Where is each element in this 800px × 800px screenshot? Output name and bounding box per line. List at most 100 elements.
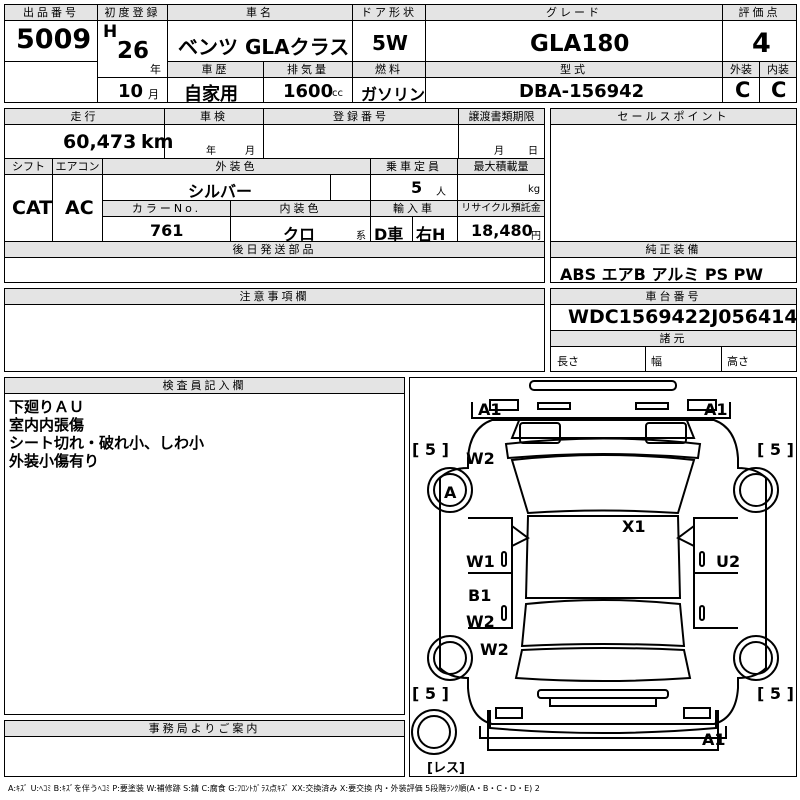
recycle-deposit-label: リサイクル預託金 [458, 201, 544, 217]
equipment: ABS エアB アルミ PS PW [560, 265, 764, 284]
car-outline-diagram [411, 380, 779, 755]
year-unit: 年 [150, 63, 161, 76]
model-code-label: 型式 [426, 62, 722, 78]
interior-color-label: 内装色 [231, 201, 370, 217]
inspection-month-unit: 月 [245, 146, 255, 157]
shift: CAT [12, 197, 53, 219]
mark-rear-bumper: A1 [702, 730, 726, 749]
first-registration-label: 初度登録 [98, 5, 167, 21]
capacity: 5 [411, 178, 423, 197]
mark-door-front-left: W1 [466, 552, 495, 571]
recycle-deposit: 18,480 [471, 221, 533, 240]
mark-fender-left: W2 [466, 449, 495, 468]
max-load-label: 最大積載量 [458, 159, 544, 175]
registration-month: 10 [118, 81, 144, 102]
lot-number: 5009 [16, 24, 92, 55]
grade: GLA180 [530, 31, 630, 57]
mark-door-front-right: U2 [716, 552, 741, 571]
lot-number-label: 出品番号 [5, 5, 97, 21]
transfer-month-unit: 月 [494, 146, 504, 157]
inspector-note-2: 室内内張傷 [9, 416, 85, 434]
import-type: D車 [374, 225, 404, 244]
detail-block [4, 108, 545, 283]
mark-door-rear-left-w: W2 [466, 612, 495, 631]
overall-score: 4 [752, 28, 771, 59]
interior-score: C [771, 78, 787, 102]
car-name: ベンツ GLAクラス [178, 35, 350, 59]
aircon-label: エアコン [53, 159, 102, 175]
interior-color-suffix: 系 [356, 231, 366, 242]
era-mark: H [103, 22, 118, 42]
grade-label: グレード [426, 5, 722, 21]
header-block [4, 4, 797, 103]
sales-point-label: セールスポイント [551, 109, 796, 125]
mark-tire-front-left: [ 5 ] [412, 440, 449, 459]
exterior-score-label: 外装 [723, 62, 759, 78]
max-load-unit: kg [528, 184, 541, 195]
registration-number-label: 登録番号 [264, 109, 458, 125]
length-label: 長さ [557, 355, 579, 368]
height-label: 高さ [727, 355, 749, 368]
registration-year: 26 [117, 38, 150, 64]
inspector-note-1: 下廻りＡＵ [9, 398, 85, 416]
steering-side: 右H [416, 225, 446, 244]
mark-tire-front-right: [ 5 ] [757, 440, 794, 459]
mark-tire-rear-left: [ 5 ] [412, 684, 449, 703]
capacity-label: 乗車定員 [371, 159, 457, 175]
inspector-box [4, 377, 405, 715]
capacity-unit: 人 [436, 187, 446, 198]
displacement-label: 排気量 [264, 62, 352, 78]
mark-spare-tire: [レス] [427, 761, 465, 776]
chassis-number: WDC1569422J056414 [568, 306, 798, 328]
shift-label: シフト [5, 159, 52, 175]
mark-tire-rear-right: [ 5 ] [757, 684, 794, 703]
transfer-deadline-label: 譲渡書類期限 [459, 109, 544, 125]
chassis-number-label: 車台番号 [551, 289, 796, 305]
mark-roof: X1 [622, 517, 646, 536]
sales-point-box [550, 108, 797, 283]
inspection-year-unit: 年 [206, 146, 216, 157]
fuel: ガソリン [361, 85, 426, 104]
fuel-label: 燃料 [353, 62, 425, 78]
color-number: 761 [150, 221, 184, 240]
equipment-label: 純正装備 [551, 242, 796, 258]
interior-score-label: 内装 [760, 62, 796, 78]
inspector-note-4: 外装小傷有り [9, 452, 100, 470]
inspector-note-3: シート切れ・破れ小、しわ小 [9, 434, 205, 452]
import-label: 輸入車 [371, 201, 457, 217]
mark-door-rear-left-b: B1 [468, 586, 492, 605]
damage-diagram-box [409, 377, 797, 777]
exterior-color-label: 外装色 [103, 159, 370, 175]
inspection-label: 車検 [165, 109, 263, 125]
month-unit: 月 [148, 88, 159, 101]
car-history: 自家用 [184, 84, 238, 105]
mileage-unit: km [141, 131, 174, 153]
color-number-label: カラーNo. [103, 201, 230, 217]
caution-box [4, 288, 545, 372]
office-box [4, 720, 405, 777]
mileage-label: 走行 [5, 109, 164, 125]
specs-label: 諸元 [551, 331, 796, 347]
mark-wheel-front-left: A [444, 483, 457, 502]
width-label: 幅 [651, 355, 662, 368]
transfer-day-unit: 日 [528, 146, 538, 157]
aircon: AC [65, 197, 94, 219]
mark-front-left: A1 [478, 400, 502, 419]
recycle-unit: 円 [531, 231, 541, 242]
mark-quarter-left: W2 [480, 640, 509, 659]
car-history-label: 車歴 [168, 62, 263, 78]
mileage: 60,473 [63, 131, 137, 153]
score-label: 評価点 [723, 5, 796, 21]
door-type: 5W [372, 31, 408, 55]
displacement: 1600 [283, 81, 334, 102]
exterior-color: シルバー [188, 182, 253, 201]
inspector-label: 検査員記入欄 [5, 378, 404, 394]
caution-label: 注意事項欄 [5, 289, 544, 305]
displacement-unit: cc [332, 88, 343, 99]
model-code: DBA-156942 [519, 81, 645, 102]
car-name-label: 車名 [168, 5, 352, 21]
exterior-score: C [735, 78, 751, 102]
door-type-label: ドア形状 [353, 5, 425, 21]
interior-color: クロ [283, 225, 316, 244]
legend: A:ｷｽﾞ U:ﾍｺﾐ B:ｷｽﾞを伴うﾍｺﾐ P:要塗装 W:補修跡 S:錆 … [8, 784, 540, 793]
